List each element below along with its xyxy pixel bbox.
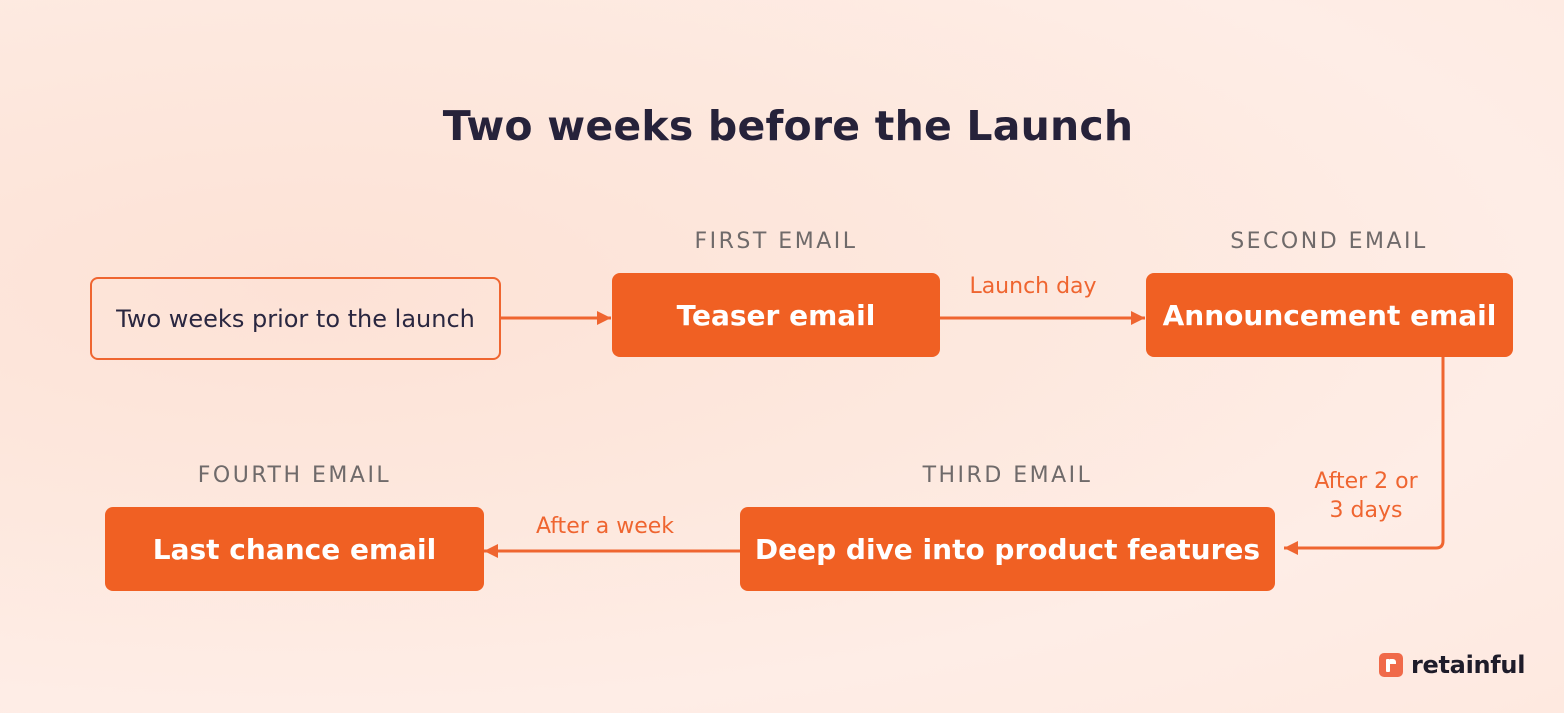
diagram-title: Two weeks before the Launch [442, 102, 1134, 150]
retainful-logo-icon [1379, 653, 1403, 677]
edge-label-launch-day: Launch day [969, 274, 1097, 299]
fourth-email-label: FOURTH EMAIL [197, 463, 392, 488]
node-start-text: Two weeks prior to the launch [116, 304, 475, 333]
node-last-chance-email-text: Last chance email [152, 532, 437, 566]
edge-label-line1: After 2 or [1314, 469, 1418, 494]
second-email-label: SECOND EMAIL [1230, 229, 1428, 254]
edge-label-after-a-week: After a week [535, 514, 675, 539]
node-teaser-email-text: Teaser email [676, 298, 876, 332]
node-start: Two weeks prior to the launch [90, 277, 501, 360]
brand-logo: retainful [1379, 651, 1525, 679]
node-deep-dive: Deep dive into product features [740, 507, 1275, 591]
first-email-label: FIRST EMAIL [694, 229, 858, 254]
arrow-second-to-third [1284, 356, 1445, 555]
third-email-label: THIRD EMAIL [922, 463, 1093, 488]
node-last-chance-email: Last chance email [105, 507, 484, 591]
node-announcement-email: Announcement email [1146, 273, 1513, 357]
edge-label-after-2-or-3-days: After 2 or 3 days [1296, 467, 1436, 525]
node-deep-dive-text: Deep dive into product features [754, 532, 1261, 566]
brand-name: retainful [1411, 651, 1526, 679]
edge-label-line2: 3 days [1329, 498, 1403, 523]
node-announcement-email-text: Announcement email [1162, 298, 1497, 332]
node-teaser-email: Teaser email [612, 273, 940, 357]
